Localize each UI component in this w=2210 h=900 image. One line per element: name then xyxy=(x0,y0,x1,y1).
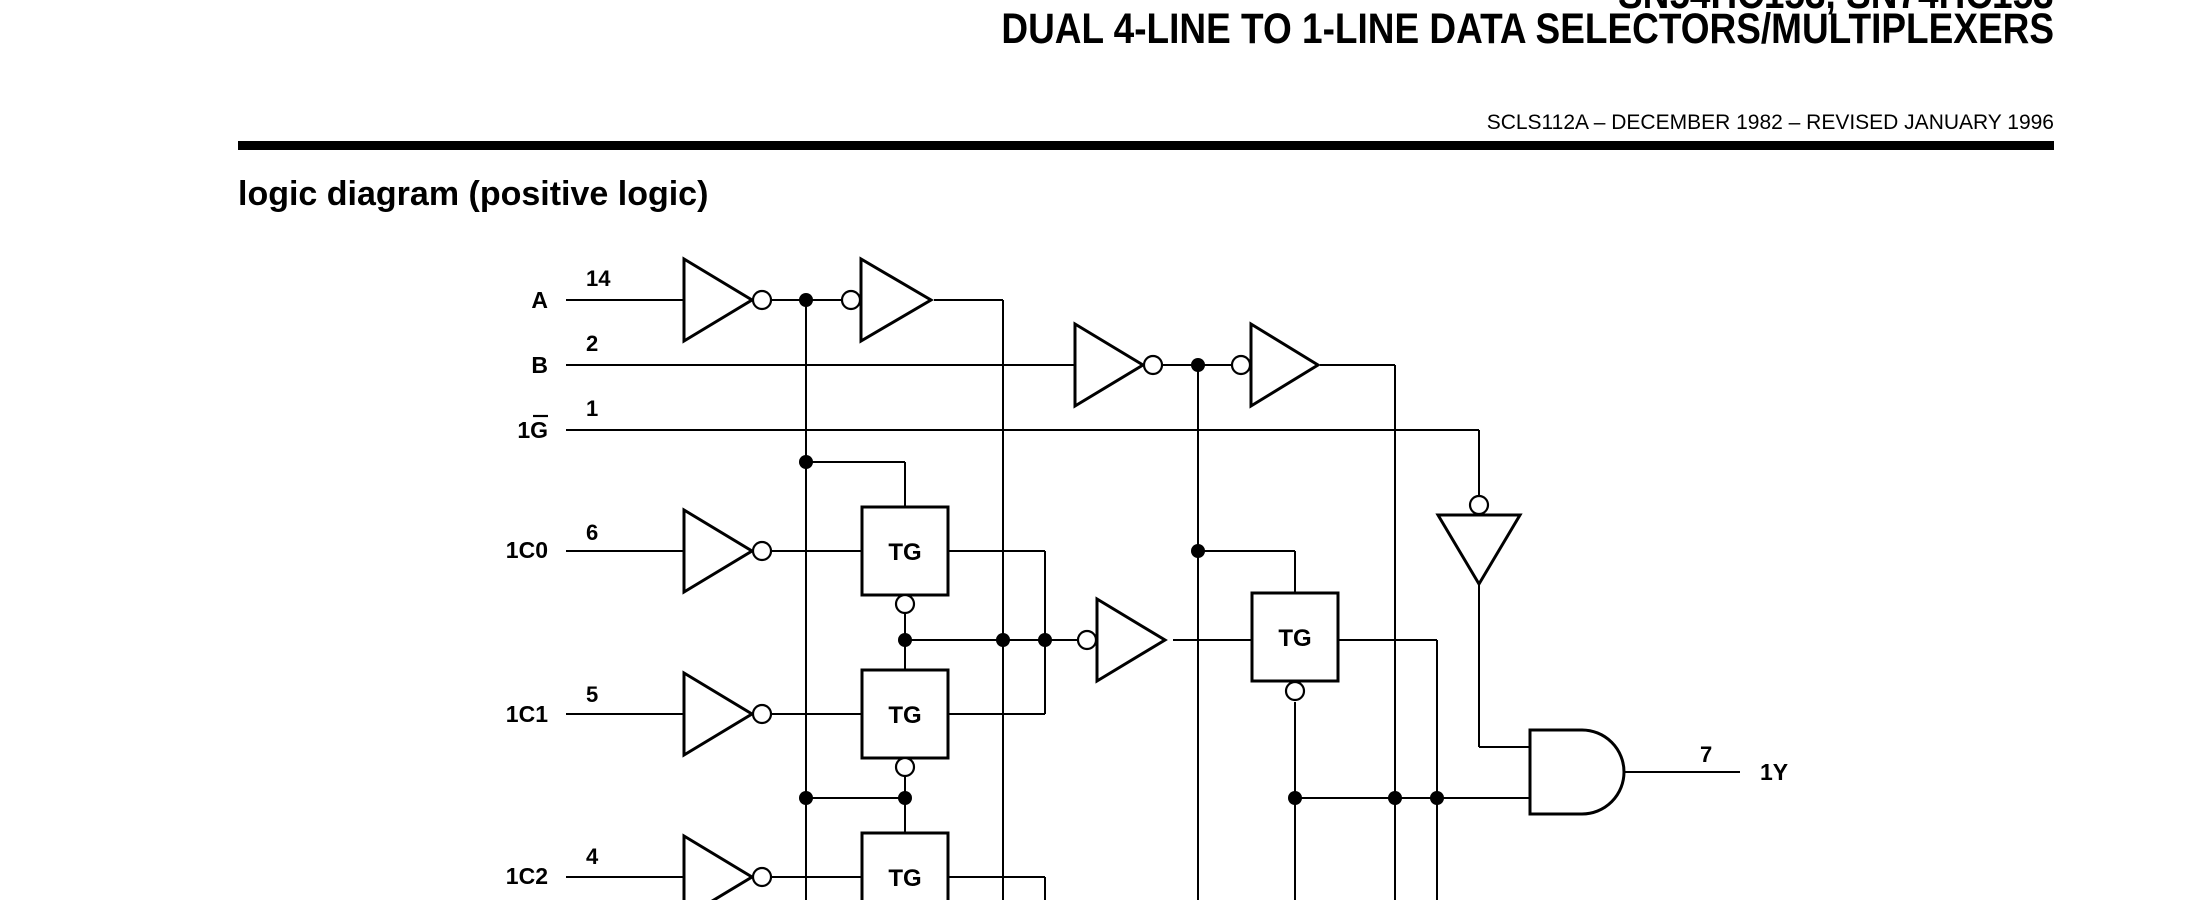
transmission-gate-3: TG xyxy=(860,831,950,900)
document-id: SCLS112A – DECEMBER 1982 – REVISED JANUA… xyxy=(1486,111,2054,134)
transmission-gate-1: TG xyxy=(860,505,950,615)
header-rule xyxy=(238,141,2054,150)
inverter-1c0 xyxy=(682,507,773,595)
input-label-1g: 1G xyxy=(517,417,548,443)
svg-text:TG: TG xyxy=(1278,625,1311,652)
input-label-1c2: 1C2 xyxy=(506,863,548,889)
wires xyxy=(566,299,1740,900)
inverter-b-1 xyxy=(1073,321,1164,409)
output-label-1y: 1Y xyxy=(1760,759,1788,785)
section-title: logic diagram (positive logic) xyxy=(238,175,709,213)
part-numbers: SN54HC153, SN74HC153 xyxy=(1618,0,2054,19)
inverter-a-1 xyxy=(682,256,773,344)
svg-text:TG: TG xyxy=(888,702,921,729)
input-label-a: A xyxy=(531,287,548,313)
input-label-1c0: 1C0 xyxy=(506,537,548,563)
and-gate xyxy=(1528,728,1626,816)
inverter-1c1 xyxy=(682,670,773,758)
buffer-a-2 xyxy=(840,256,934,344)
pin-number-1c2: 4 xyxy=(586,844,599,869)
junction-dots xyxy=(799,293,1444,805)
inverter-1c2 xyxy=(682,833,773,900)
transmission-gate-2: TG xyxy=(860,668,950,778)
svg-text:TG: TG xyxy=(888,865,921,892)
pin-number-1y: 7 xyxy=(1700,742,1712,767)
input-label-1c1: 1C1 xyxy=(506,701,548,727)
pin-number-1c1: 5 xyxy=(586,682,598,707)
buffer-b-2 xyxy=(1230,321,1321,409)
pin-number-1g: 1 xyxy=(586,396,598,421)
document-title: DUAL 4-LINE TO 1-LINE DATA SELECTORS/MUL… xyxy=(1001,5,2054,53)
pin-number-b: 2 xyxy=(586,331,598,356)
input-label-b: B xyxy=(531,352,548,378)
enable-buffer xyxy=(1435,494,1523,587)
pin-number-a: 14 xyxy=(586,266,611,291)
pin-number-1c0: 6 xyxy=(586,520,598,545)
svg-text:TG: TG xyxy=(888,539,921,566)
transmission-gate-4: TG xyxy=(1250,591,1340,702)
buffer-mid xyxy=(1076,596,1168,684)
